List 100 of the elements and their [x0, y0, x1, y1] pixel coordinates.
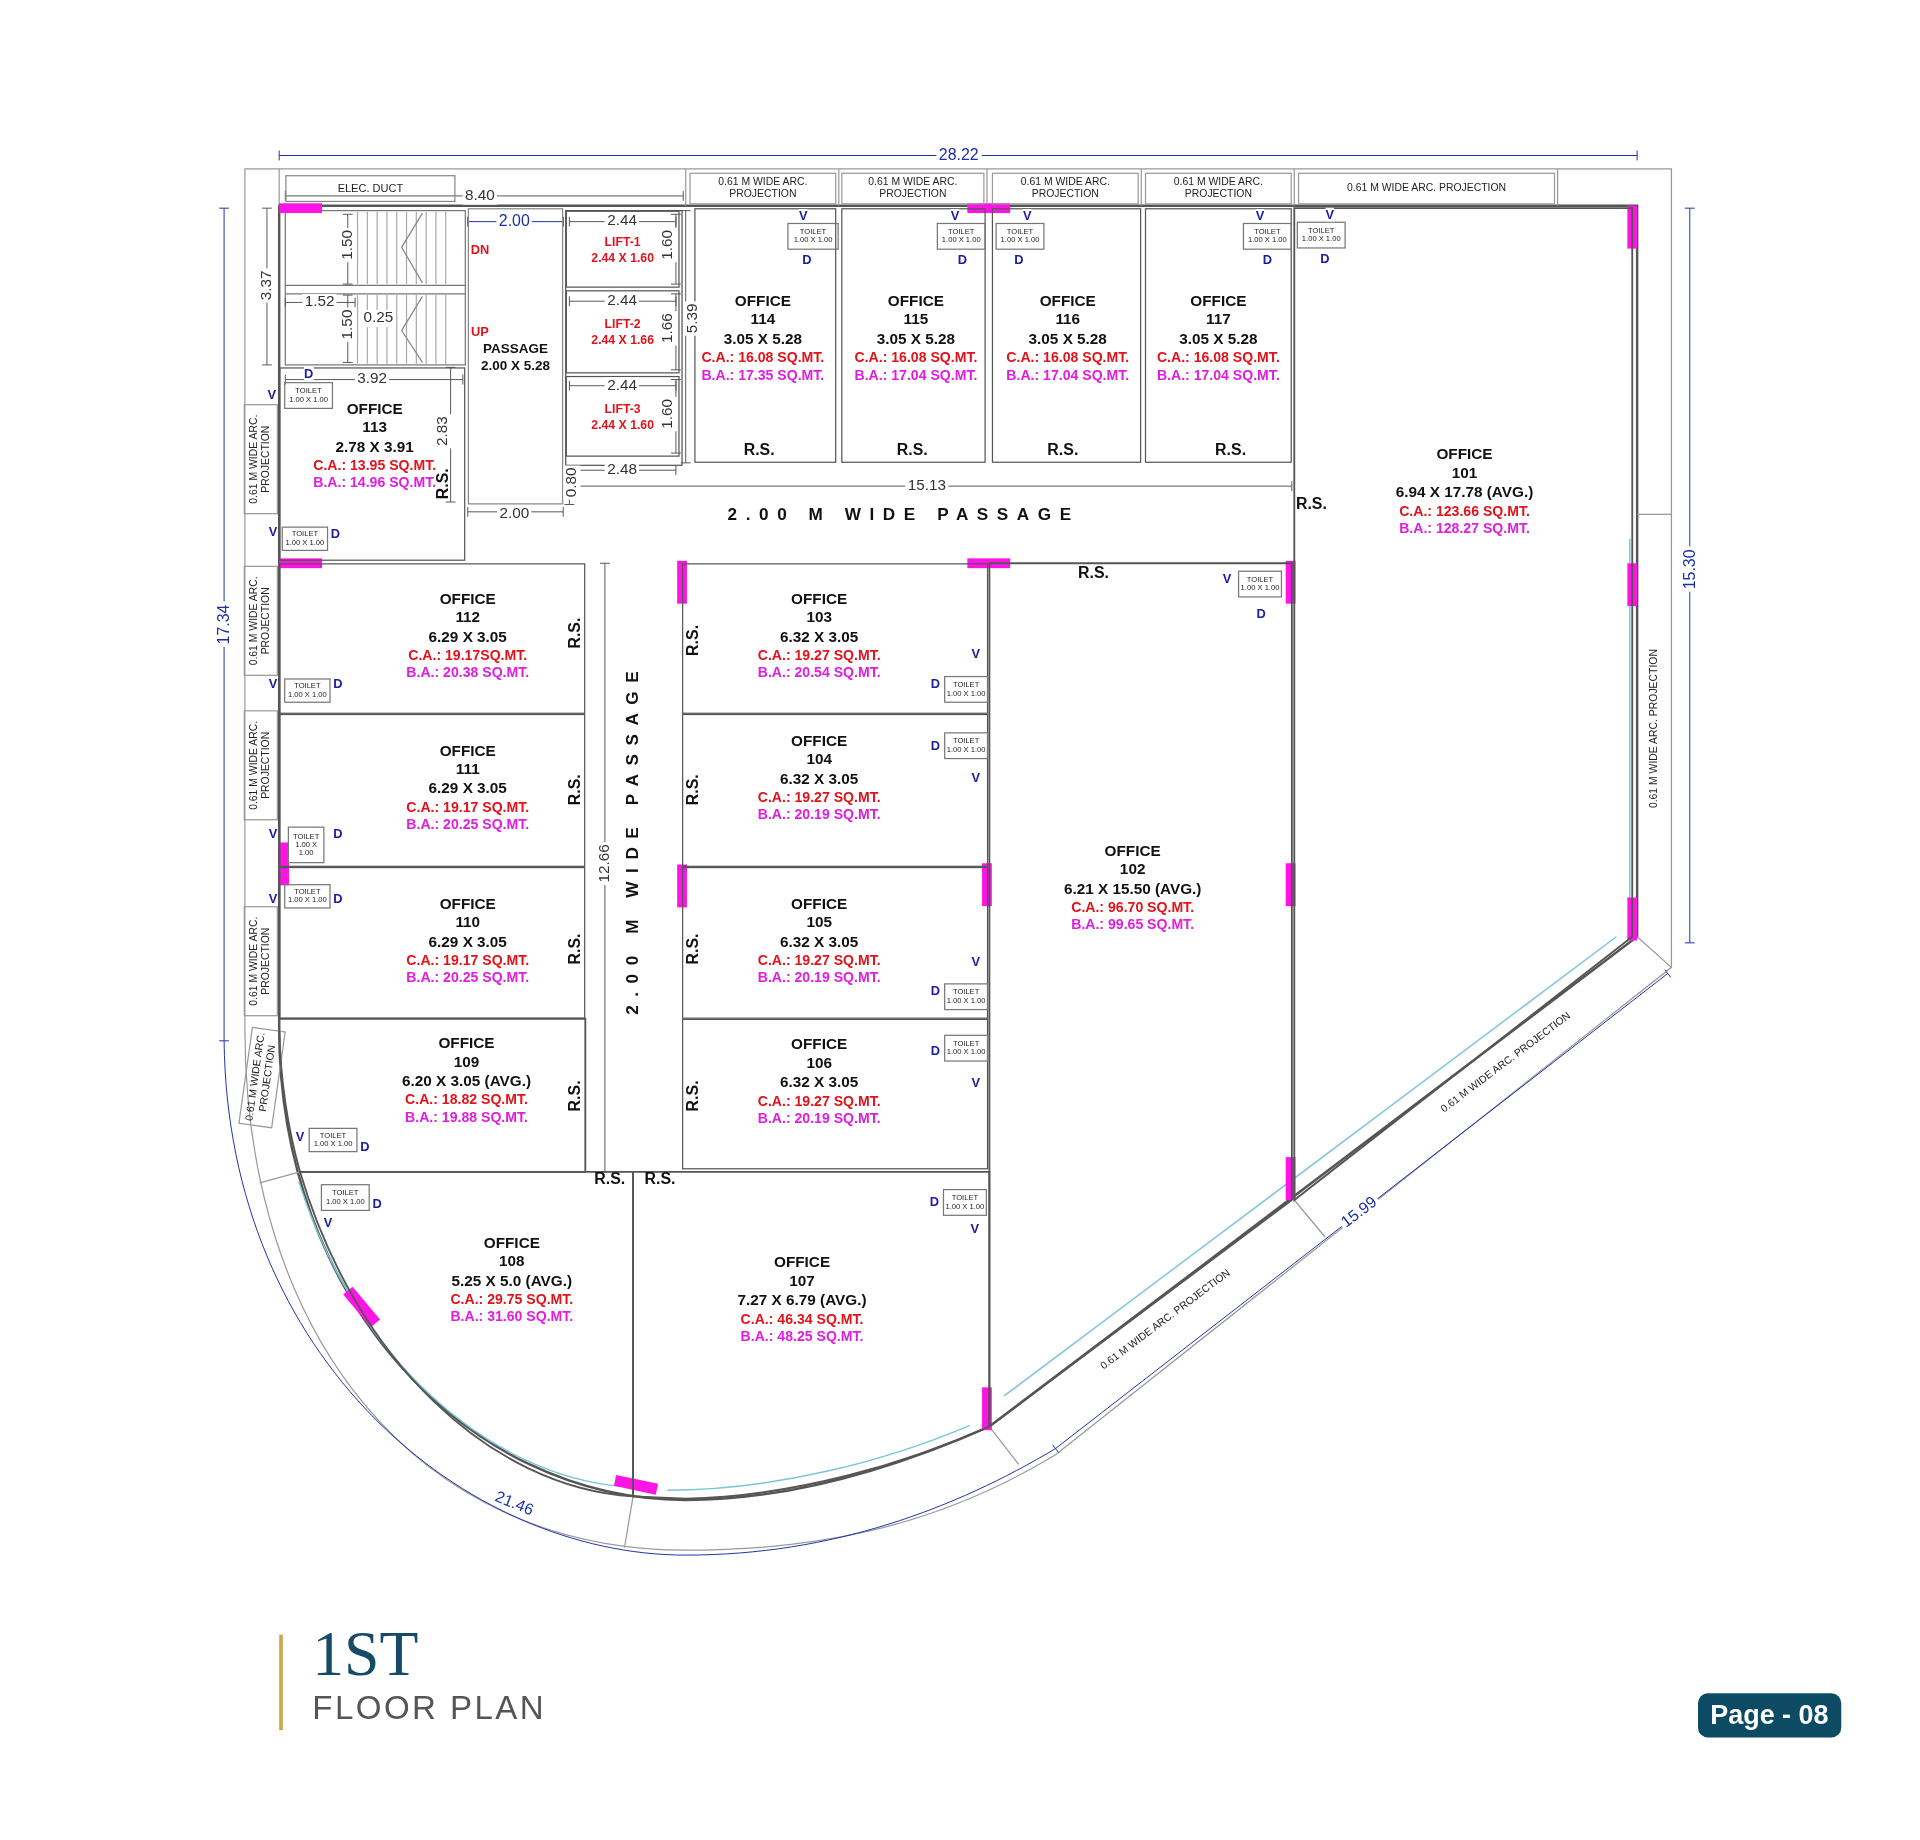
stair-direction-label: DN: [470, 242, 490, 257]
room-name: OFFICE 115: [887, 292, 944, 330]
room-dimensions: 6.29 X 3.05: [428, 627, 507, 647]
area-name: PASSAGE: [483, 339, 548, 357]
office-room: [991, 208, 1142, 463]
ventilator-mark: V: [1255, 209, 1265, 222]
room-name: OFFICE 106: [791, 1035, 848, 1074]
room-dimensions: 6.21 X 15.50 (AVG.): [1063, 879, 1202, 899]
carpet-area: C.A.: 46.34 SQ.MT.: [740, 1309, 864, 1328]
door-mark: D: [957, 253, 968, 266]
rs-label: R.S.: [743, 441, 775, 460]
ventilator-mark: V: [971, 647, 981, 661]
rs-label: R.S.: [566, 933, 585, 965]
toilet-room: [944, 732, 989, 760]
projection-band: [238, 1026, 286, 1129]
room-name: OFFICE 117: [1190, 292, 1247, 330]
built-up-area: B.A.: 20.54 SQ.MT.: [757, 663, 881, 681]
room-name: OFFICE 109: [438, 1034, 495, 1073]
carpet-area: C.A.: 19.17 SQ.MT.: [406, 951, 530, 969]
projection-label: 0.61 M WIDE ARC. PROJECTION: [1172, 176, 1264, 201]
projection-label: 0.61 M WIDE ARC. PROJECTION: [1648, 649, 1661, 809]
door-mark: D: [930, 984, 941, 998]
door-mark: D: [330, 527, 341, 541]
built-up-area: B.A.: 17.04 SQ.MT.: [1006, 365, 1130, 383]
door-mark: D: [1320, 251, 1330, 265]
dimension-label: 1.60: [660, 396, 677, 432]
built-up-area: B.A.: 19.88 SQ.MT.: [405, 1107, 528, 1126]
rs-label: R.S.: [1078, 564, 1109, 582]
toilet-room: [320, 1184, 370, 1211]
carpet-area: C.A.: 19.27 SQ.MT.: [757, 951, 881, 969]
room-name: OFFICE 112: [439, 590, 496, 628]
room-dimensions: 3.05 X 5.28: [876, 330, 956, 349]
dimension-label: 0.25: [361, 309, 396, 327]
room-name: OFFICE 114: [734, 292, 791, 330]
door-mark: D: [802, 253, 812, 266]
ventilator-mark: V: [268, 676, 278, 690]
room-dimensions: 5.25 X 5.0 (AVG.): [451, 1271, 573, 1291]
rs-label: R.S.: [684, 774, 702, 806]
ventilator-mark: V: [323, 1215, 333, 1229]
ventilator-mark: V: [295, 1129, 305, 1143]
rs-label: R.S.: [896, 441, 928, 460]
ventilator-mark: V: [798, 209, 808, 222]
office-room: [989, 563, 1292, 1427]
projection-label: 0.61 M WIDE ARC. PROJECTION: [867, 176, 959, 201]
office-room: [633, 1171, 990, 1500]
lift-size: 2.44 X 1.60: [591, 249, 654, 266]
stair-direction-label: UP: [471, 324, 489, 339]
built-up-area: B.A.: 17.04 SQ.MT.: [1156, 365, 1280, 383]
room-dimensions: 6.29 X 3.05: [428, 932, 507, 952]
ventilator-mark: V: [1023, 209, 1032, 222]
room-name: OFFICE 108: [483, 1234, 540, 1272]
room-name: OFFICE 110: [439, 895, 496, 933]
room-dimensions: 6.20 X 3.05 (AVG.): [402, 1072, 532, 1091]
door-mark: D: [333, 676, 343, 690]
rs-label: R.S.: [594, 1170, 626, 1188]
rs-label: R.S.: [434, 468, 452, 500]
rs-label: R.S.: [644, 1170, 676, 1188]
rs-label: R.S.: [1047, 441, 1079, 460]
projection-label: 0.61 M WIDE ARC. PROJECTION: [243, 1030, 279, 1124]
projection-label: 0.61 M WIDE ARC. PROJECTION: [717, 176, 809, 201]
door-mark: D: [930, 739, 941, 753]
projection-label: 0.61 M WIDE ARC. PROJECTION: [1347, 182, 1507, 195]
duct-label: ELEC. DUCT: [337, 182, 404, 195]
passage-label: 2.00 M WIDE PASSAGE: [727, 504, 1080, 524]
built-up-area: B.A.: 31.60 SQ.MT.: [450, 1307, 574, 1325]
dimension-label: 0.80: [563, 465, 581, 500]
built-up-area: B.A.: 48.25 SQ.MT.: [740, 1327, 864, 1345]
floor-plan-title: FLOOR PLAN: [312, 1689, 547, 1729]
toilet-room: [1237, 570, 1283, 598]
door-mark: D: [1014, 253, 1024, 266]
rs-label: R.S.: [684, 1080, 702, 1112]
office-room: [279, 1018, 586, 1172]
rs-label: R.S.: [566, 1080, 585, 1112]
room-dimensions: 6.32 X 3.05: [780, 627, 859, 647]
ventilator-mark: V: [1325, 207, 1335, 221]
toilet-room: [1242, 222, 1292, 250]
carpet-area: C.A.: 19.17SQ.MT.: [408, 646, 528, 664]
area-size: 2.00 X 5.28: [481, 356, 550, 374]
ventilator-mark: V: [268, 827, 278, 841]
office-room: [682, 713, 989, 867]
dimension-label: 1.50: [339, 307, 357, 342]
rs-label: R.S.: [684, 933, 702, 965]
built-up-area: B.A.: 20.38 SQ.MT.: [406, 663, 530, 681]
dimension-label: 2.83: [434, 413, 452, 449]
projection-label: 0.61 M WIDE ARC. PROJECTION: [1019, 176, 1111, 201]
room-name: OFFICE 116: [1039, 292, 1096, 330]
lift-size: 2.44 X 1.66: [591, 332, 654, 348]
ventilator-mark: V: [267, 387, 277, 401]
door-mark: D: [929, 1194, 939, 1208]
ventilator-mark: V: [268, 892, 278, 906]
ventilator-mark: V: [971, 1076, 981, 1089]
carpet-area: C.A.: 29.75 SQ.MT.: [450, 1290, 574, 1308]
built-up-area: B.A.: 20.19 SQ.MT.: [757, 805, 881, 823]
door-mark: D: [333, 827, 343, 841]
page-number-badge: Page - 08: [1698, 1693, 1841, 1738]
room-name: OFFICE 111: [439, 742, 496, 780]
room-name: OFFICE 107: [773, 1253, 831, 1292]
toilet-room: [281, 526, 329, 551]
built-up-area: B.A.: 20.25 SQ.MT.: [406, 815, 530, 833]
ventilator-mark: V: [971, 771, 981, 784]
